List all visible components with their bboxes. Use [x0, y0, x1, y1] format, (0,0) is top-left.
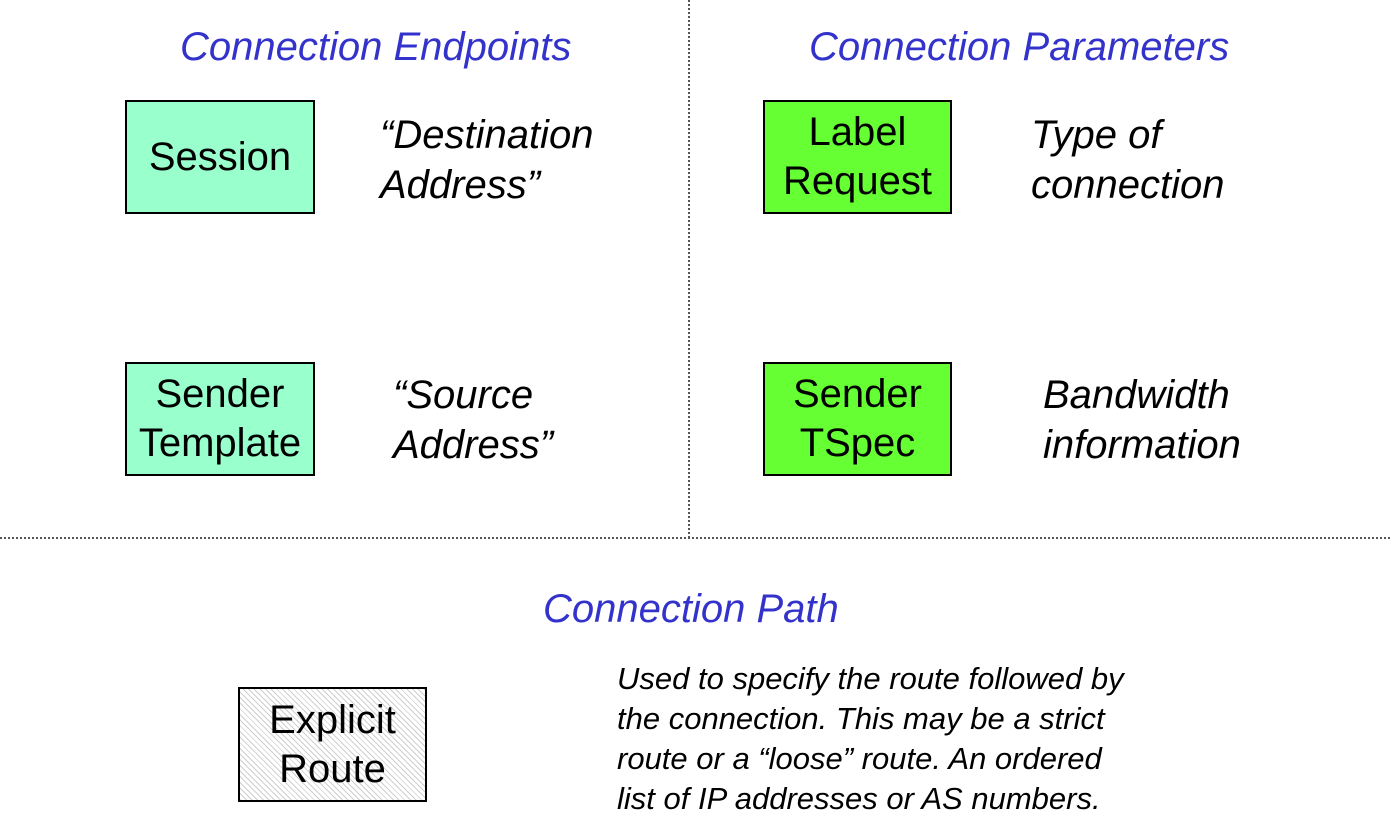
vertical-divider: [688, 0, 690, 538]
parameters-heading: Connection Parameters: [809, 25, 1230, 69]
sender-tspec-box-label: Sender TSpec: [793, 372, 922, 465]
source-address-text: “Source Address”: [393, 373, 554, 467]
sender-template-box-label: Sender Template: [138, 372, 302, 465]
sender-tspec-box: Sender TSpec: [763, 362, 952, 476]
destination-address-text: “Destination Address”: [380, 113, 594, 207]
label-request-box-label: Label Request: [783, 110, 932, 203]
bandwidth-information-text: Bandwidth information: [1043, 373, 1241, 467]
endpoints-heading: Connection Endpoints: [180, 25, 572, 69]
explicit-route-description: Used to specify the route followed by th…: [617, 661, 1124, 816]
path-heading: Connection Path: [543, 587, 839, 631]
horizontal-divider: [0, 537, 1390, 539]
session-box-label: Session: [148, 134, 292, 179]
explicit-route-box: Explicit Route: [238, 687, 427, 802]
explicit-route-box-label: Explicit Route: [269, 697, 396, 791]
session-box: Session: [125, 100, 315, 214]
label-request-box: Label Request: [763, 100, 952, 214]
type-of-connection-text: Type of connection: [1031, 113, 1225, 207]
sender-template-box: Sender Template: [125, 362, 315, 476]
